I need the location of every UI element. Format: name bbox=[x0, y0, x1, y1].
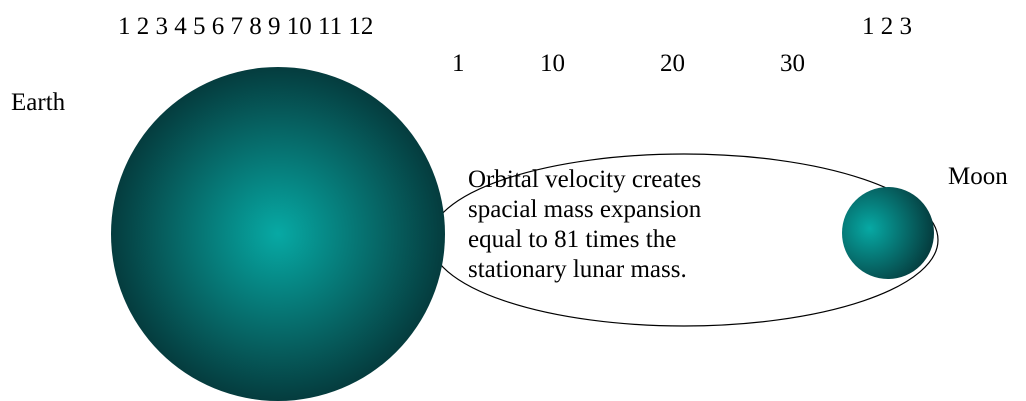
day-scale-1: 1 bbox=[452, 50, 465, 77]
moon-label: Moon bbox=[948, 163, 1008, 190]
note-line: Orbital velocity creates bbox=[468, 166, 702, 193]
day-scale-20: 20 bbox=[660, 50, 685, 77]
month-scale: 1 2 3 4 5 6 7 8 9 10 11 12 bbox=[118, 13, 374, 40]
moon-sphere bbox=[842, 187, 934, 279]
earth-label: Earth bbox=[11, 89, 66, 116]
note-line: equal to 81 times the bbox=[468, 226, 677, 253]
month-scale-continued: 1 2 3 bbox=[862, 13, 912, 40]
note-line: stationary lunar mass. bbox=[468, 256, 687, 283]
note-line: spacial mass expansion bbox=[468, 196, 702, 223]
earth-sphere bbox=[111, 67, 445, 401]
orbital-note: Orbital velocity creates spacial mass ex… bbox=[468, 165, 701, 285]
day-scale-30: 30 bbox=[780, 50, 805, 77]
day-scale-10: 10 bbox=[540, 50, 565, 77]
